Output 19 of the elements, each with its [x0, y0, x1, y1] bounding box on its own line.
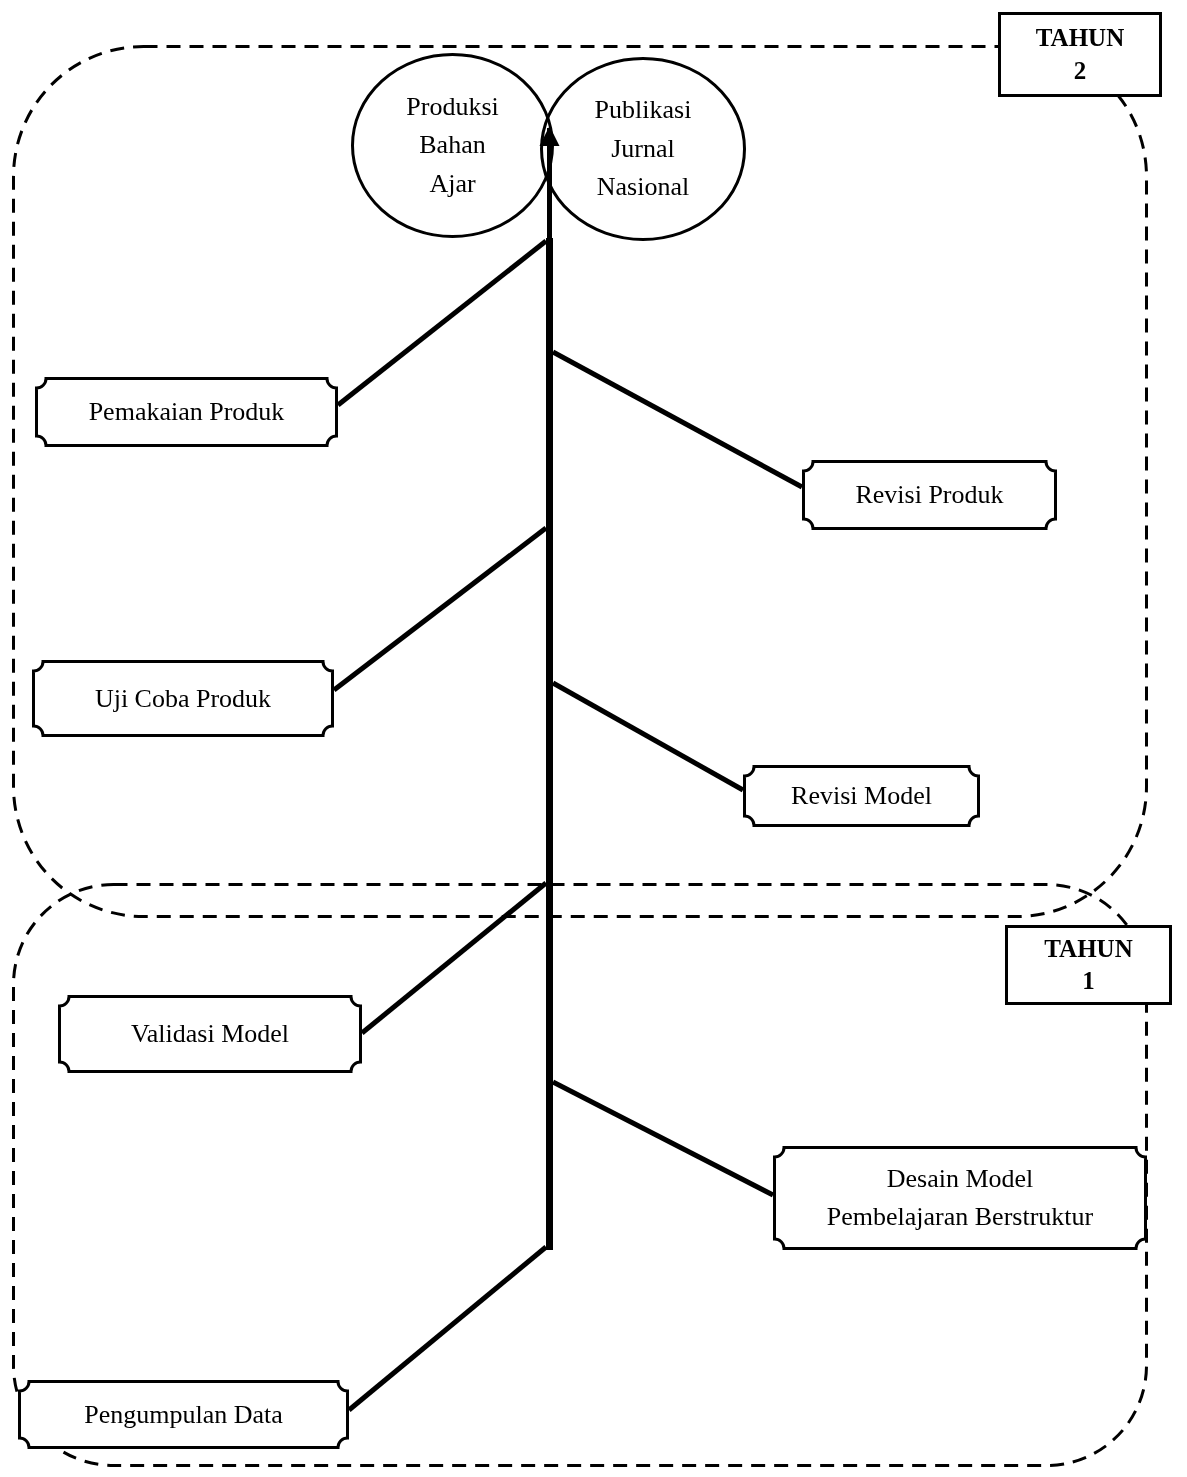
arrow	[539, 126, 560, 240]
year-label: TAHUN 2	[998, 12, 1162, 97]
year-label: TAHUN 1	[1005, 925, 1172, 1005]
process-box: Revisi Model	[743, 765, 980, 827]
process-box: Revisi Produk	[802, 460, 1057, 530]
spine-bar	[546, 238, 553, 1250]
process-box: Uji Coba Produk	[32, 660, 334, 737]
process-box: Desain Model Pembelajaran Berstruktur	[773, 1146, 1147, 1250]
connector-line	[551, 680, 745, 793]
connector-line	[551, 1079, 775, 1198]
process-box: Pengumpulan Data	[18, 1380, 349, 1449]
output-ellipse: Publikasi Jurnal Nasional	[540, 57, 746, 241]
process-box: Validasi Model	[58, 995, 362, 1073]
output-ellipse: Produksi Bahan Ajar	[351, 53, 554, 238]
connector-line	[336, 239, 548, 407]
connector-line	[551, 349, 804, 490]
process-box: Pemakaian Produk	[35, 377, 338, 447]
connector-line	[332, 526, 548, 692]
connector-line	[347, 1245, 548, 1412]
